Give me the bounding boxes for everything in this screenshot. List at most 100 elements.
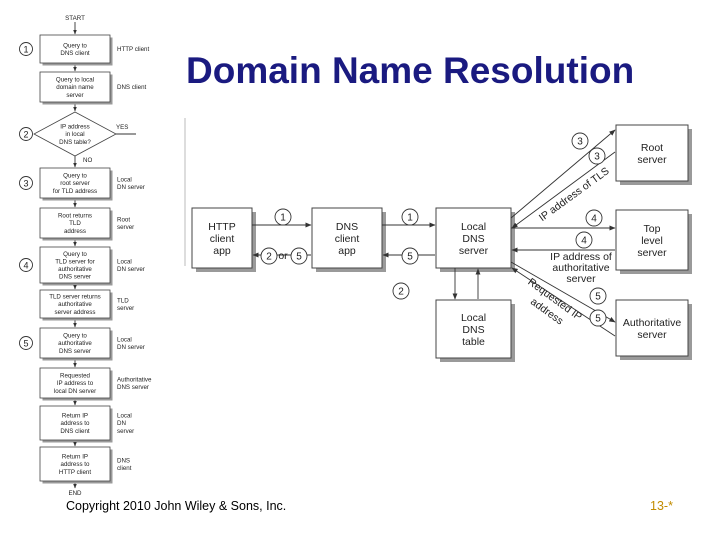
flowchart-start: START (65, 15, 85, 22)
flowchart-actor-label: server (117, 305, 134, 312)
authoritative-server-box-label: server (637, 329, 667, 341)
ip-authoritative-label: server (566, 273, 596, 285)
flowchart-step-text: TLD server returns (49, 294, 101, 301)
flowchart-actor-label: client (117, 465, 132, 472)
page-number: 13-* (650, 499, 673, 513)
local-dns-server-box-label: Local (461, 221, 486, 233)
tld-server-box (615, 209, 689, 271)
flowchart-step-text: Query to (63, 333, 87, 340)
step-5-marker-a (290, 247, 308, 265)
flowchart-actor-label: DN (117, 420, 126, 427)
flowchart-step-text: address to (61, 420, 90, 427)
diagram-divider (184, 118, 186, 266)
flowchart-actor-label: DNS server (117, 384, 149, 391)
step-2-marker-a-number: 2 (266, 252, 272, 263)
local-dns-table-box-label: table (462, 336, 485, 348)
tld-server-box-label: Top (644, 223, 661, 235)
step-3-marker-b (588, 147, 606, 165)
flowchart-yes-label: YES (116, 124, 128, 131)
flowchart-step-marker (19, 258, 33, 272)
authoritative-server-box-label: Authoritative (623, 317, 682, 329)
flowchart-step-marker (19, 336, 33, 350)
http-client-box-label: client (210, 233, 235, 245)
flowchart-step-text: IP address to (57, 380, 94, 387)
root-server-box-label: Root (641, 142, 663, 154)
local-dns-table-box (435, 299, 512, 359)
flowchart-step-text: Root returns (58, 213, 92, 220)
step-2-marker-b (392, 282, 410, 300)
http-client-box-label: HTTP (208, 221, 235, 233)
flowchart-actor-label: Local (117, 336, 132, 343)
flowchart-no-label: NO (83, 157, 92, 164)
flowchart-actor-label: HTTP client (117, 46, 149, 53)
flowchart-step-text: DNS client (60, 428, 90, 435)
flowchart-step-marker (19, 176, 33, 190)
flowchart-step (39, 405, 111, 441)
step-4-marker-b-number: 4 (581, 236, 587, 247)
flowchart-step-marker (19, 42, 33, 56)
ip-authoritative-label: authoritative (552, 262, 609, 274)
step-5-marker-d (589, 309, 607, 327)
flowchart-step-number: 2 (23, 129, 28, 139)
flowchart-actor-label: DNS (117, 457, 130, 464)
flowchart-step-text: authoritative (58, 340, 92, 347)
step-4-marker-a (585, 209, 603, 227)
authoritative-server-box (615, 299, 689, 357)
tld-server-box-label: server (637, 247, 667, 259)
step-4-marker-b (575, 231, 593, 249)
flowchart-step-text: in local (65, 131, 84, 138)
flowchart-step-text: authoritative (58, 266, 92, 273)
tld-server-box-label: level (641, 235, 663, 247)
flowchart-step-number: 5 (23, 338, 28, 348)
dns-client-box-label: app (338, 245, 356, 257)
step-5-marker-c (589, 287, 607, 305)
step-1-marker-b-number: 1 (407, 213, 413, 224)
flowchart-step (39, 327, 111, 359)
flowchart-step-text: address to (61, 461, 90, 468)
local-dns-server-box-label: server (459, 245, 489, 257)
arrow-local-to-root (510, 129, 616, 219)
flowchart-step-text: Query to (63, 251, 87, 258)
step-1-marker-a (274, 208, 292, 226)
step-2-marker-a (260, 247, 278, 265)
flowchart-actor-label: Local (117, 258, 132, 265)
http-client-box (191, 207, 253, 269)
flowchart-actor-label: server (117, 428, 134, 435)
flowchart-step (39, 367, 111, 399)
local-dns-server-box-label: DNS (462, 233, 484, 245)
flowchart-step (39, 167, 111, 199)
flowchart-step-text: server (66, 92, 83, 99)
local-dns-table-box-label: DNS (462, 324, 484, 336)
flowchart-actor-label: Root (117, 216, 130, 223)
or-label: or (278, 250, 288, 262)
step-5-marker-c-number: 5 (595, 292, 601, 303)
step-3-marker-a-number: 3 (577, 137, 583, 148)
flowchart-step-text: DNS server (59, 274, 91, 281)
flowchart-actor-label: DN server (117, 344, 145, 351)
flowchart-step-number: 4 (23, 260, 28, 270)
ip-authoritative-label: IP address of (550, 251, 612, 263)
flowchart-step (39, 446, 111, 482)
flowchart-step-text: authoritative (58, 301, 92, 308)
flowchart-step (39, 71, 111, 103)
dns-client-box-label: DNS (336, 221, 358, 233)
step-5-marker-b (401, 247, 419, 265)
flowchart-end: END (68, 490, 82, 497)
flowchart-actor-label: server (117, 224, 134, 231)
flowchart-step-text: server address (55, 309, 96, 316)
flowchart-actor-label: DN server (117, 266, 145, 273)
copyright-text: Copyright 2010 John Wiley & Sons, Inc. (66, 499, 287, 513)
flowchart-actor-label: TLD (117, 297, 129, 304)
flowchart-actor-label: Local (117, 413, 132, 420)
flowchart-step-text: DNS table? (59, 139, 91, 146)
flowchart-step-text: local DN server (54, 388, 96, 395)
step-2-marker-b-number: 2 (398, 287, 404, 298)
step-3-marker-a (571, 132, 589, 150)
root-server-box (615, 124, 689, 182)
step-4-marker-a-number: 4 (591, 214, 597, 225)
flowchart-step-text: for TLD address (53, 188, 97, 195)
flowchart-step-text: DNS client (60, 50, 90, 57)
flowchart-step-text: domain name (56, 84, 94, 91)
root-server-box-label: server (637, 154, 667, 166)
step-3-marker-b-number: 3 (594, 152, 600, 163)
